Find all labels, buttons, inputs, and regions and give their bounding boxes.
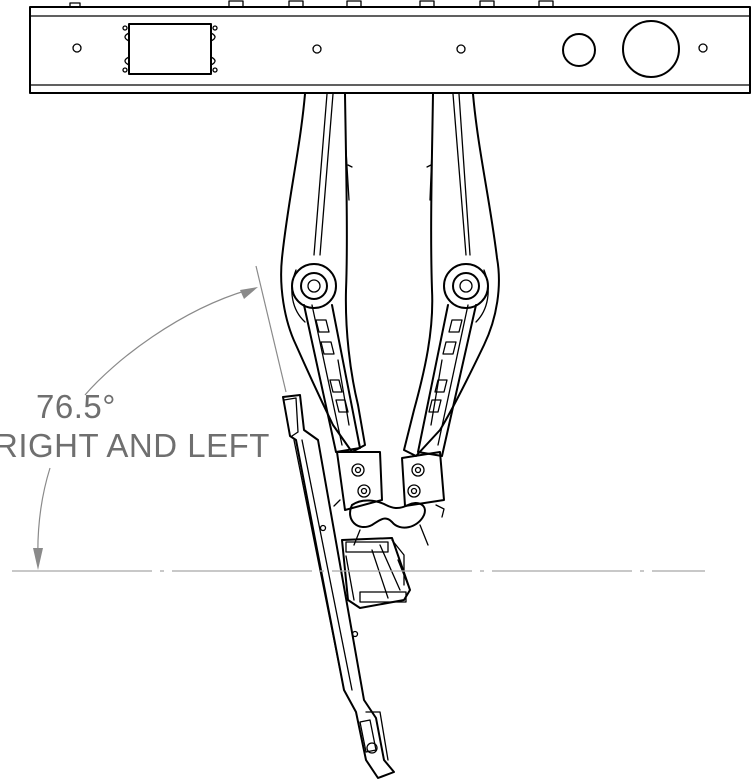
left-arm [280,93,383,511]
right-arm [401,93,500,507]
dimension-arrowhead [240,287,258,299]
angle-label: 76.5° [36,388,116,425]
display-plate [282,394,395,779]
junction-box-cutout [122,23,218,75]
angle-dimension: 76.5° RIGHT AND LEFT [0,265,705,572]
dimension-arrowhead [33,548,43,570]
angle-caption: RIGHT AND LEFT [0,427,270,464]
mounting-rail [29,0,751,94]
tilt-bracket [341,537,411,609]
